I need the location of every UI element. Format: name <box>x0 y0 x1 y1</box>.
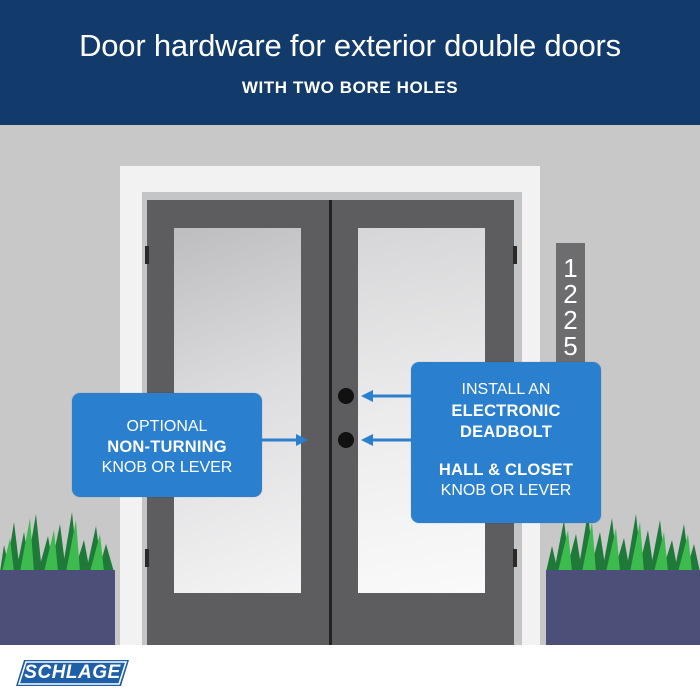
arrow-right-to-lower-bore <box>361 434 411 446</box>
house-number-digit: 2 <box>563 305 578 335</box>
house-number-digit: 5 <box>563 331 578 361</box>
page-title: Door hardware for exterior double doors <box>79 28 621 63</box>
schlage-logo: SCHLAGE <box>16 660 129 686</box>
hinge-icon <box>513 246 517 264</box>
callout-text: KNOB OR LEVER <box>101 459 233 476</box>
hinge-icon <box>513 549 517 567</box>
logo-badge-icon <box>16 660 129 686</box>
arrow-right-to-upper-bore <box>361 390 411 402</box>
logo-text: SCHLAGE <box>24 662 121 683</box>
right-planter <box>546 570 700 645</box>
arrow-left-to-lower-bore <box>262 434 308 446</box>
hinge-icon <box>145 246 149 264</box>
callout-text: OPTIONAL <box>126 418 208 435</box>
callout-text-bold: DEADBOLT <box>459 423 553 441</box>
callout-deadbolt-and-knob: INSTALL AN ELECTRONIC DEADBOLT HALL & CL… <box>411 362 601 523</box>
hinge-icon <box>145 549 149 567</box>
left-plant-highlights <box>2 518 104 572</box>
header-banner: Door hardware for exterior double doors … <box>0 0 700 125</box>
house-number-digit: 2 <box>563 279 578 309</box>
page-subtitle: WITH TWO BORE HOLES <box>241 78 459 97</box>
callout-text: KNOB OR LEVER <box>440 482 572 499</box>
right-plant-highlights <box>558 522 692 572</box>
upper-bore-hole <box>338 388 354 404</box>
callout-optional-knob: OPTIONAL NON-TURNING KNOB OR LEVER <box>72 393 262 497</box>
callout-text-bold: HALL & CLOSET <box>438 461 574 479</box>
callout-text: INSTALL AN <box>461 381 551 398</box>
lower-bore-hole <box>338 432 354 448</box>
door-seam <box>329 200 332 645</box>
house-number-digit: 1 <box>563 253 578 283</box>
callout-text-bold: ELECTRONIC <box>451 402 561 420</box>
house-number-plaque: 1 2 2 5 9 <box>556 243 585 365</box>
callout-text-bold: NON-TURNING <box>107 438 227 456</box>
left-planter <box>0 570 115 645</box>
